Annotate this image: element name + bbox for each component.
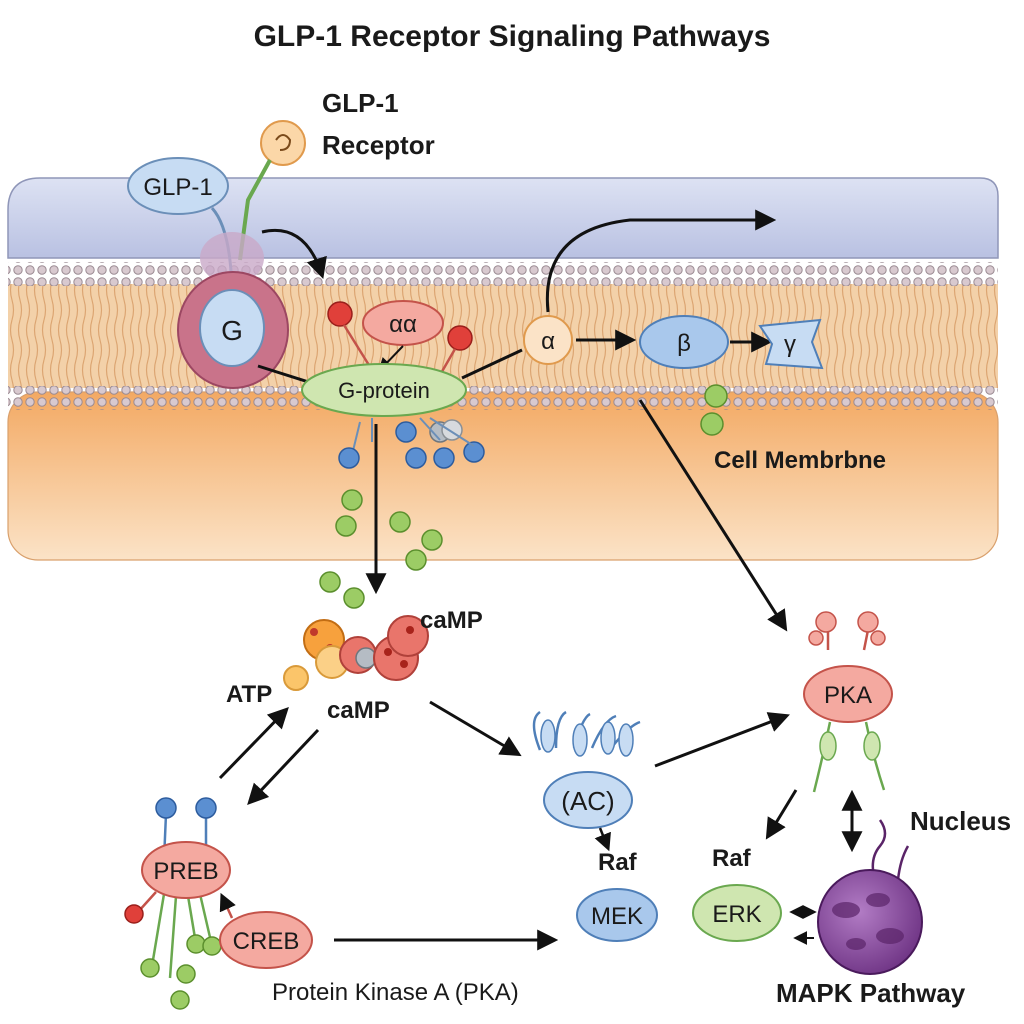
gamma-label: γ xyxy=(784,331,796,358)
green-beads-beta xyxy=(700,384,728,436)
creb-label: CREB xyxy=(233,928,300,955)
receptor-label-line1: GLP-1 xyxy=(322,88,399,118)
nucleus-label: Nucleus xyxy=(910,806,1011,836)
arrow-alpha-up xyxy=(545,209,777,313)
receptor-label-line2: Receptor xyxy=(322,130,435,160)
gamma-subunit: γ xyxy=(758,318,824,370)
g-protein: G-protein xyxy=(257,348,523,417)
raf-right-label: Raf xyxy=(712,845,752,872)
lipid-heads-bottom xyxy=(8,386,998,410)
g-protein-label: G-protein xyxy=(338,378,430,403)
receptor-ligand-icon xyxy=(260,120,306,166)
nucleus-node xyxy=(817,819,923,975)
extracellular-layer xyxy=(7,177,999,259)
glp1-label: GLP-1 xyxy=(143,174,212,201)
arrow-pka-to-raf xyxy=(765,789,798,840)
creb-node: CREB xyxy=(219,892,313,969)
camp-cluster xyxy=(283,615,429,691)
arrow-preb-to-atp xyxy=(218,706,289,780)
mek-label: MEK xyxy=(591,903,643,930)
protein-kinase-a-label: Protein Kinase A (PKA) xyxy=(272,979,519,1006)
mek-node: MEK xyxy=(576,888,658,942)
arrow-camp-to-preb xyxy=(247,728,320,806)
beta-subunit: β xyxy=(639,315,729,369)
beta-label: β xyxy=(677,330,691,357)
pka-node: PKA xyxy=(803,611,893,793)
arrow-ac-to-pka xyxy=(654,712,790,768)
arrow-ac-to-raf xyxy=(594,827,611,852)
camp-top-label: caMP xyxy=(420,607,483,634)
effector-beads xyxy=(319,417,485,609)
alpha-label: α xyxy=(541,328,555,355)
preb-node: PREB xyxy=(124,797,231,1010)
glp1-receptor: G xyxy=(177,232,289,389)
alpha-alpha-label: αα xyxy=(389,311,417,338)
lipid-heads-top xyxy=(8,262,998,286)
arrow-receptor-to-alpha xyxy=(261,229,327,279)
camp-mid-label: caMP xyxy=(327,697,390,724)
diagram-title: GLP-1 Receptor Signaling Pathways xyxy=(254,20,771,53)
cytoplasm-layer xyxy=(7,391,999,561)
arrow-membrane-to-pka xyxy=(638,399,788,632)
ac-label: (AC) xyxy=(561,786,614,816)
receptor-core-label: G xyxy=(221,315,243,346)
raf-left-label: Raf xyxy=(598,849,638,876)
cell-membrane-label: Cell Membrbne xyxy=(714,447,886,474)
cell-membrane xyxy=(7,177,999,561)
arrow-camp-to-ac xyxy=(429,700,522,757)
preb-label: PREB xyxy=(153,858,218,885)
alpha-subunit: α xyxy=(523,315,573,365)
pka-label: PKA xyxy=(824,682,872,709)
alpha-alpha-subunit: αα xyxy=(362,300,444,346)
adenylyl-cyclase: (AC) xyxy=(532,710,641,829)
mapk-pathway-label: MAPK Pathway xyxy=(776,978,966,1008)
erk-node: ERK xyxy=(692,884,782,942)
red-pins xyxy=(327,301,473,376)
erk-label: ERK xyxy=(712,901,761,928)
atp-label: ATP xyxy=(226,681,272,708)
